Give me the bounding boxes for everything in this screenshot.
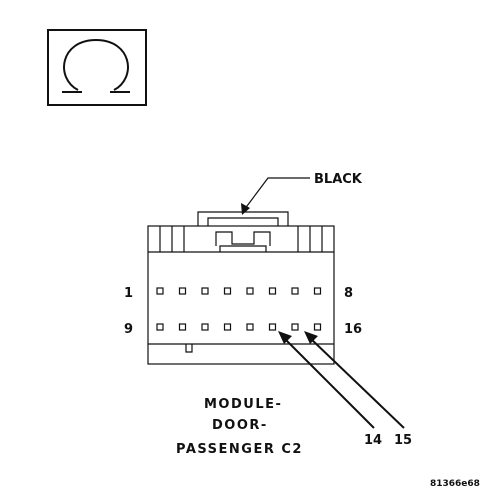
ohm-resistance-icon	[47, 29, 147, 106]
pin-cavity-9	[156, 323, 164, 331]
pin-label-row2-end: 16	[344, 322, 362, 337]
pin-cavity-6	[268, 287, 277, 295]
connector-color-label: BLACK	[314, 172, 363, 187]
pin-callout-arrows	[278, 331, 405, 429]
pin-cavity-2	[178, 287, 187, 295]
pin-cavity-5	[246, 287, 254, 295]
pin-label-row2-start: 9	[124, 322, 133, 337]
pin-cavity-13	[246, 323, 254, 331]
connector-name-line1: MODULE-	[204, 397, 282, 412]
pin-cavity-10	[178, 323, 187, 331]
pin-15-arrowhead	[304, 331, 318, 344]
pin-cavity-1	[156, 287, 164, 295]
pin-callout-14: 14	[364, 433, 382, 448]
pin-cavity-14	[268, 323, 277, 331]
figure-id: 81366e68	[430, 479, 480, 489]
pin-cavity-8	[313, 287, 322, 295]
pin-cavity-11	[201, 323, 209, 331]
connector-name-line3: PASSENGER C2	[176, 442, 303, 457]
pin-cavity-3	[201, 287, 209, 295]
pin-cavities	[156, 287, 322, 331]
connector-body	[147, 211, 335, 365]
pin-label-row1-end: 8	[344, 286, 353, 301]
pin-cavity-15	[291, 323, 299, 331]
color-callout: BLACK	[241, 172, 363, 215]
connector-name-line2: DOOR-	[212, 418, 268, 433]
pin-cavity-4	[223, 287, 232, 295]
pin-cavity-7	[291, 287, 299, 295]
pin-14-arrowhead	[278, 331, 292, 344]
pin-cavity-16	[313, 323, 322, 331]
pin-label-row1-start: 1	[124, 286, 133, 301]
pin-cavity-12	[223, 323, 232, 331]
pin-callout-15: 15	[394, 433, 412, 448]
